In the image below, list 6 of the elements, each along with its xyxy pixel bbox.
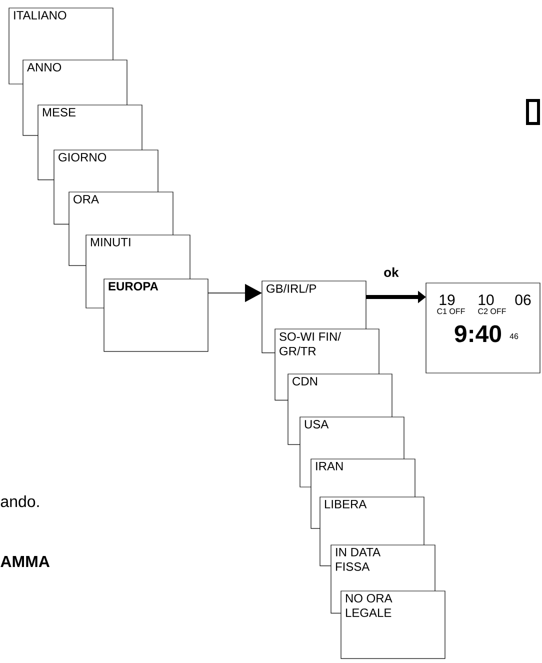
edge-label: ok: [382, 266, 400, 278]
menu-box: NO ORA LEGALE: [340, 590, 446, 659]
text-fragment: AMMA: [0, 556, 50, 567]
menu-box: EUROPA: [104, 278, 208, 352]
display-screen: 19 10 06 C1 OFF C2 OFF 9:40 46: [426, 282, 540, 374]
text-fragment: ando.: [0, 495, 39, 508]
